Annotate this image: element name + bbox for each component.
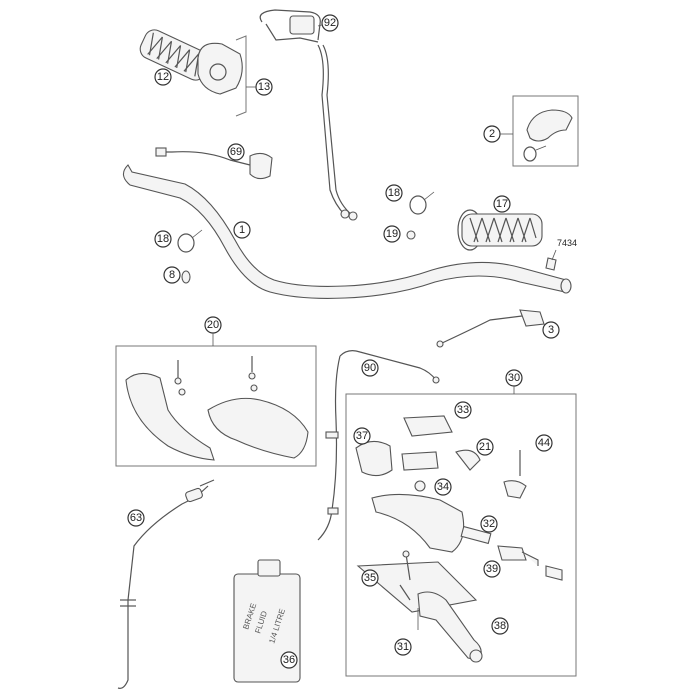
- svg-text:33: 33: [457, 404, 469, 416]
- svg-text:12: 12: [157, 71, 169, 83]
- callout-13: 13: [255, 78, 273, 96]
- svg-text:18: 18: [388, 187, 400, 199]
- protector-cap: [512, 95, 579, 167]
- left-grip: [457, 209, 557, 271]
- hot-start-cable: [317, 350, 440, 541]
- throttle-cable: [259, 9, 358, 221]
- callout-17: 17: [493, 195, 511, 213]
- callout-36: 36: [280, 651, 298, 669]
- clutch-switch: [436, 309, 545, 348]
- callout-63: 63: [127, 509, 145, 527]
- svg-text:36: 36: [283, 654, 295, 666]
- callout-69: 69: [227, 143, 245, 161]
- svg-text:21: 21: [479, 441, 491, 453]
- callout-20: 20: [204, 316, 222, 334]
- svg-text:1: 1: [239, 224, 245, 236]
- callout-18-lower: 18: [154, 230, 172, 248]
- brake-hose: [117, 479, 215, 689]
- svg-text:69: 69: [230, 146, 242, 158]
- svg-text:30: 30: [508, 372, 520, 384]
- svg-text:13: 13: [258, 81, 270, 93]
- callout-8: 8: [163, 266, 181, 284]
- svg-text:44: 44: [538, 437, 550, 449]
- callout-33: 33: [454, 401, 472, 419]
- svg-text:63: 63: [130, 512, 142, 524]
- throttle-grip-assembly: [139, 29, 247, 117]
- svg-text:39: 39: [486, 563, 498, 575]
- callout-19: 19: [383, 225, 401, 243]
- part-code-label: 7434: [557, 238, 577, 248]
- svg-text:18: 18: [157, 233, 169, 245]
- callout-37: 37: [353, 427, 371, 445]
- svg-text:38: 38: [494, 620, 506, 632]
- svg-text:17: 17: [496, 198, 508, 210]
- callout-30: 30: [505, 369, 523, 387]
- callout-18-upper: 18: [385, 184, 403, 202]
- brake-assembly: [345, 393, 577, 677]
- callout-35: 35: [361, 569, 379, 587]
- callout-32: 32: [480, 515, 498, 533]
- svg-text:19: 19: [386, 228, 398, 240]
- callout-3: 3: [542, 321, 560, 339]
- svg-text:35: 35: [364, 572, 376, 584]
- kill-switch: [155, 147, 273, 180]
- callout-34: 34: [434, 478, 452, 496]
- svg-text:92: 92: [324, 17, 336, 29]
- callout-39: 39: [483, 560, 501, 578]
- clamp-and-nut: [177, 191, 435, 284]
- svg-text:8: 8: [169, 269, 175, 281]
- svg-text:34: 34: [437, 481, 449, 493]
- callout-38: 38: [491, 617, 509, 635]
- callout-1: 1: [233, 221, 251, 239]
- svg-text:20: 20: [207, 319, 219, 331]
- handlebar: [122, 164, 572, 299]
- callout-12: 12: [154, 68, 172, 86]
- svg-text:32: 32: [483, 518, 495, 530]
- svg-text:37: 37: [356, 430, 368, 442]
- svg-text:90: 90: [364, 362, 376, 374]
- svg-text:31: 31: [397, 641, 409, 653]
- svg-text:3: 3: [548, 324, 554, 336]
- callout-92: 92: [321, 14, 339, 32]
- callout-21: 21: [476, 438, 494, 456]
- callout-31: 31: [394, 638, 412, 656]
- callout-44: 44: [535, 434, 553, 452]
- callout-90: 90: [361, 359, 379, 377]
- hand-guards: [115, 345, 317, 467]
- svg-text:2: 2: [489, 128, 495, 140]
- callout-2: 2: [483, 125, 501, 143]
